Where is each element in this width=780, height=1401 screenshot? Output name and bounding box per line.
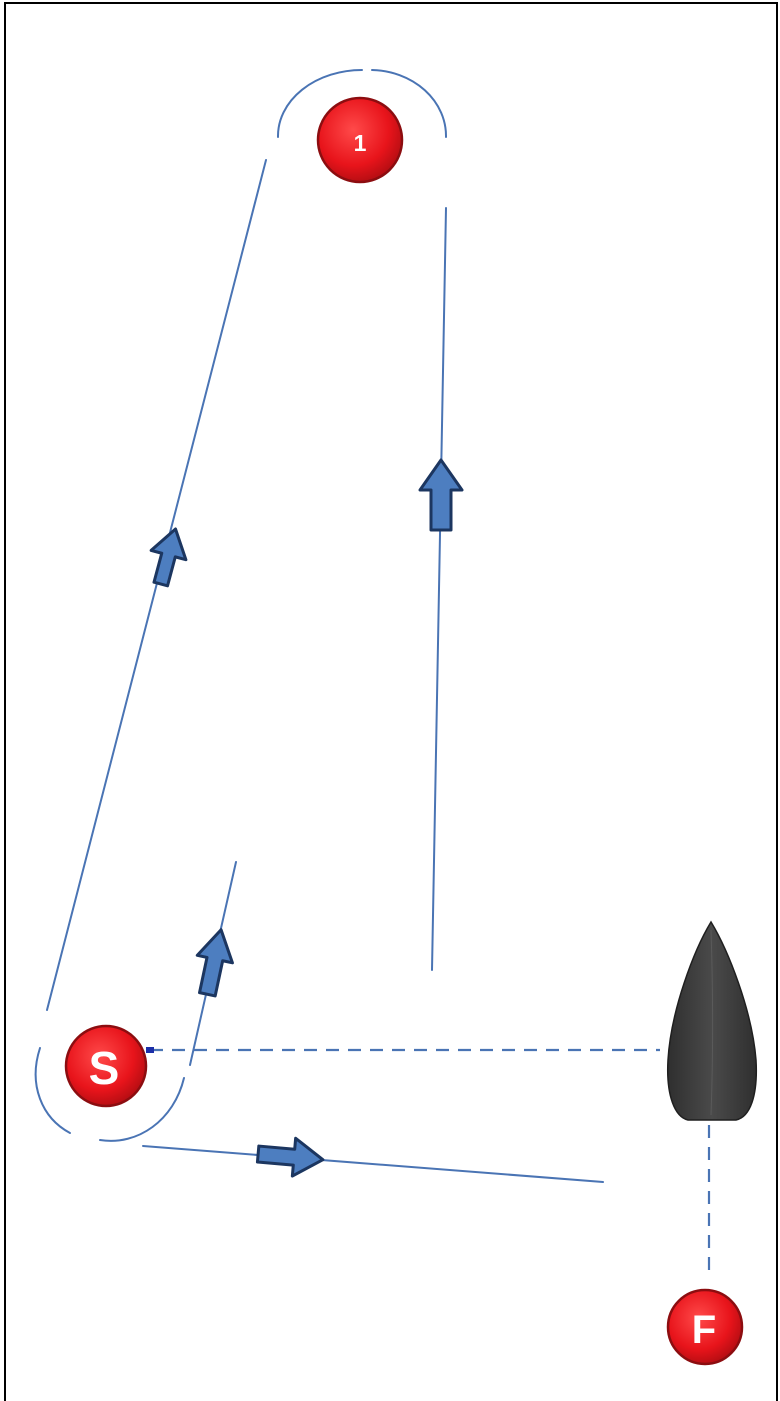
downwind-direction-arrow [149, 527, 188, 588]
upwind-direction-arrow [418, 458, 464, 532]
windward-mark-rounding-right-arc [371, 69, 448, 138]
committee-boat-icon [666, 920, 758, 1121]
finish-mark-f: F [666, 1288, 744, 1366]
start-leg-direction-arrow [195, 928, 234, 998]
start-mark-label: S [89, 1042, 120, 1094]
committee-boat-centerline [710, 929, 713, 1116]
start-mark-rounding-arc [34, 1047, 71, 1134]
upwind-leg-line [431, 207, 447, 971]
windward-mark-label: 1 [354, 130, 367, 156]
start-mark-s: S [64, 1024, 148, 1108]
diagram-border [4, 2, 778, 1401]
finish-mark-label: F [692, 1308, 716, 1352]
reach-direction-arrow [255, 1136, 325, 1178]
downwind-leg-line [46, 159, 267, 1011]
reach-leg-line [142, 1145, 604, 1183]
windward-mark-rounding-left-arc [276, 69, 363, 138]
windward-mark-1: 1 [316, 96, 404, 184]
start-line-pin-tick [146, 1047, 154, 1053]
start-mark-rounding-arc-bottom [99, 1077, 185, 1142]
